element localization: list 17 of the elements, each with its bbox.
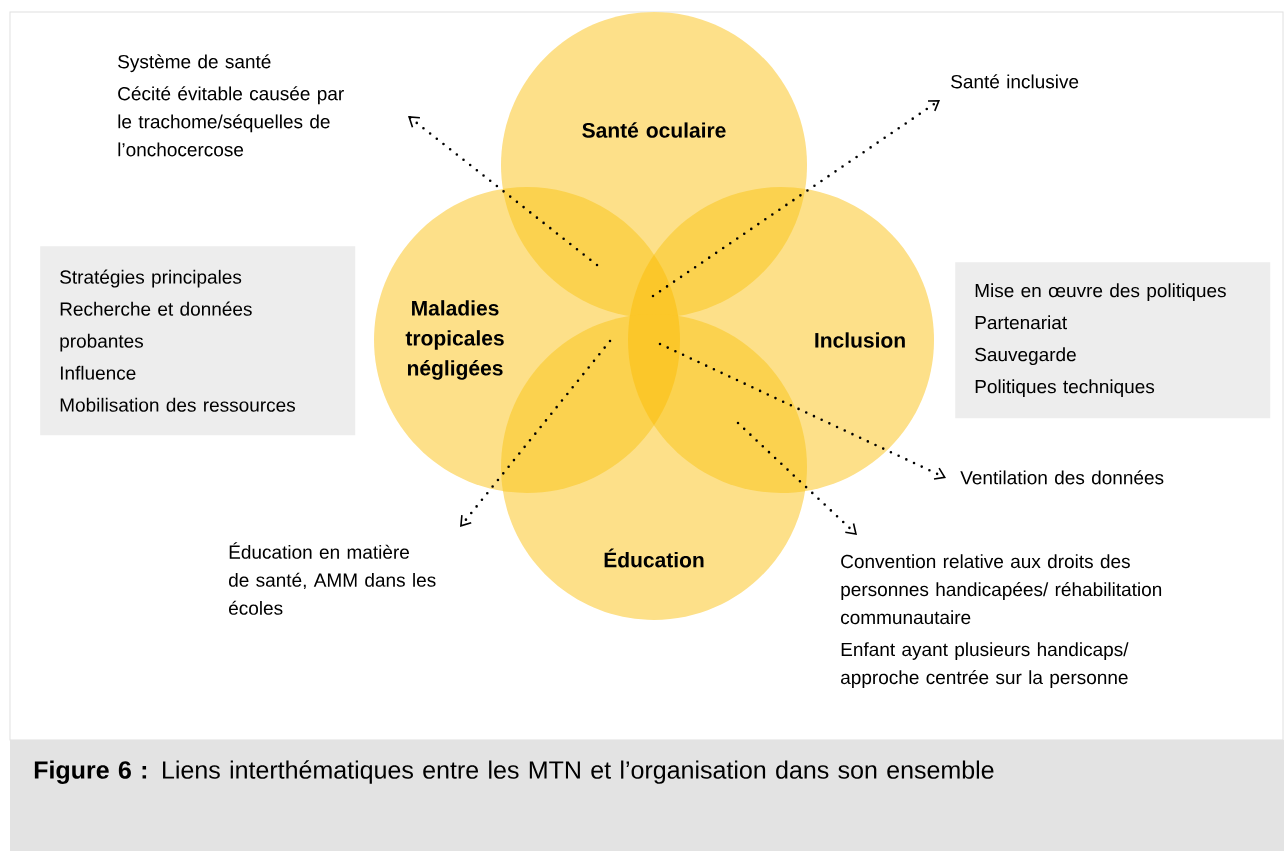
circle-label: Santé oculaire — [582, 122, 726, 138]
dotted-arrow — [736, 421, 857, 535]
annotation-text: Ventilation des données — [960, 470, 1164, 485]
circle-label: Éducation — [604, 548, 704, 568]
dotted-arrow — [408, 116, 599, 267]
dotted-arrow — [460, 339, 612, 527]
circle-label: Maladies tropicales négligées — [405, 300, 504, 380]
annotation-text: Santé inclusive — [951, 74, 1079, 89]
caption: Figure 6 : Liens interthématiques entre les MTN et l’organisation dans son ensemble — [10, 740, 1284, 851]
annotation-text: Éducation en matière de santé, AMM dans les écoles — [229, 542, 436, 615]
annotation-text: Convention relative aux droits des personnes handicapées/ réhabilitation communautaire Enfant ayant plusieurs handicaps/ approche centrée sur la personne — [841, 554, 1162, 688]
dotted-arrow — [658, 342, 946, 480]
annotation-text: Système de santé Cécité évitable causée par le trachome/séquelles de l’onchocercose — [118, 54, 344, 157]
list-box: Stratégies principales Recherche et données probantes Influence Mobilisation des ressources — [40, 246, 356, 436]
dotted-arrow — [651, 99, 940, 298]
list-box: Mise en œuvre des politiques Partenariat Sauvegarde Politiques techniques — [955, 262, 1271, 419]
circle-label: Inclusion — [815, 332, 905, 348]
